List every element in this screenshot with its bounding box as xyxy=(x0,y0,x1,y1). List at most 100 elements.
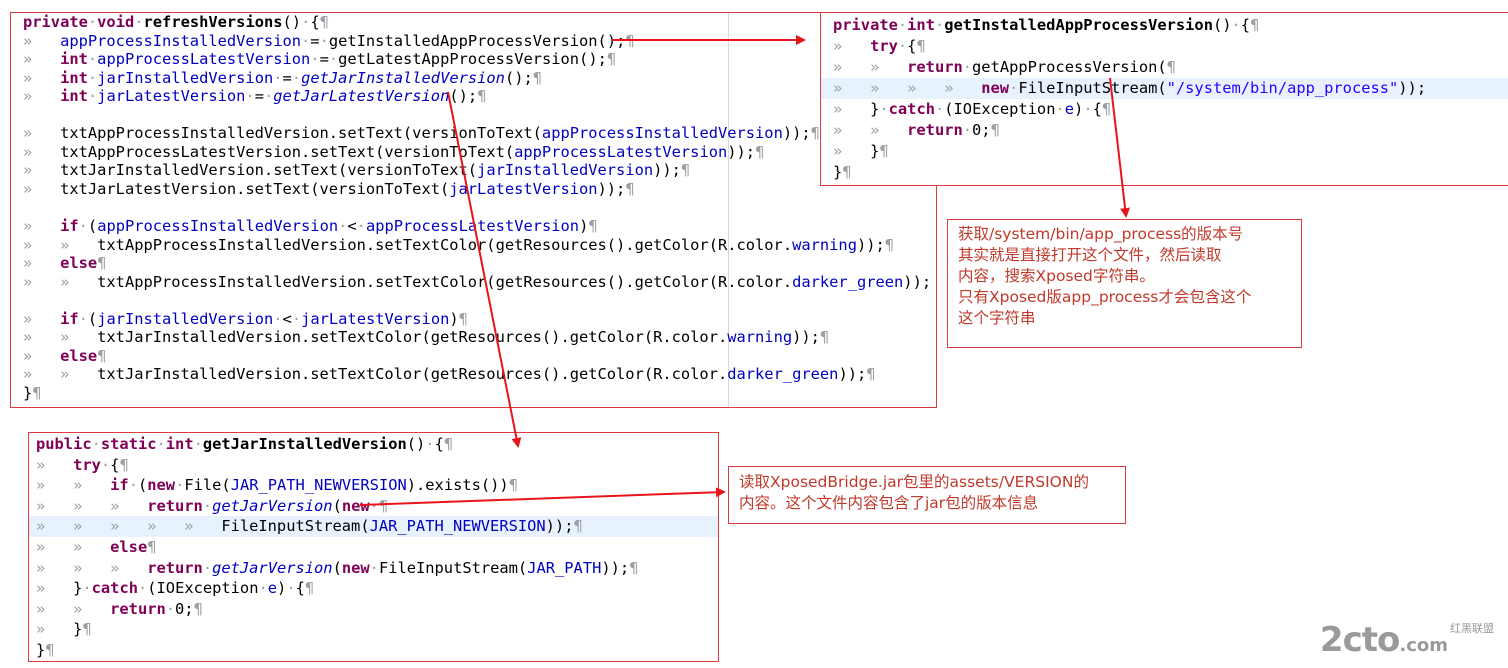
code-token: ) xyxy=(579,217,589,236)
code-token: » » xyxy=(833,58,908,76)
annotation-line: 读取XposedBridge.jar包里的assets/VERSION的 xyxy=(739,473,1089,491)
code-token: · xyxy=(264,87,274,106)
code-token: if xyxy=(60,309,79,328)
code-token: new xyxy=(341,558,370,577)
code-token: getJarLatestVersion xyxy=(273,87,450,106)
code-token: getJarVersion xyxy=(212,558,333,577)
code-token: } xyxy=(36,641,46,659)
code-token: { xyxy=(1240,16,1251,34)
code-line: » try·{¶ xyxy=(29,455,718,476)
code-token: · xyxy=(897,16,908,34)
code-line: » txtJarInstalledVersion.setText(version… xyxy=(11,161,936,180)
code-token: return xyxy=(147,496,203,515)
code-line: » » txtJarInstalledVersion.setTextColor(… xyxy=(11,365,936,384)
code-token: · xyxy=(934,16,945,34)
code-token: 0; xyxy=(972,121,991,139)
code-token: ) xyxy=(277,579,287,598)
code-token: getInstalledAppProcessVersion xyxy=(944,16,1213,34)
code-token: jarInstalledVersion xyxy=(97,309,274,328)
code-token: · xyxy=(87,87,98,106)
code-token: » xyxy=(23,179,61,198)
code-token: ( xyxy=(87,309,98,328)
code-token: (IOException xyxy=(944,100,1056,118)
code-token: · xyxy=(87,13,98,31)
code-line: » }¶ xyxy=(29,619,718,640)
code-token: ¶ xyxy=(1166,58,1176,76)
code-line: » }¶ xyxy=(821,141,1508,162)
code-token: int xyxy=(60,87,88,106)
code-token: int xyxy=(165,435,194,453)
code-line xyxy=(11,291,936,310)
code-token: ¶ xyxy=(866,365,876,384)
code-token: 0; xyxy=(175,599,194,618)
code-token: · xyxy=(137,579,148,598)
code-token: · xyxy=(319,31,329,50)
code-token: } xyxy=(870,100,880,118)
print-margin-guide xyxy=(728,13,729,407)
code-token: ¶ xyxy=(588,217,598,236)
code-token: { xyxy=(295,579,305,598)
code-token: · xyxy=(425,435,435,453)
code-token: appProcessLatestVersion xyxy=(514,142,728,161)
code-token: getJarInstalledVersion xyxy=(301,68,505,87)
code-token: int xyxy=(907,16,935,34)
code-token: ¶ xyxy=(304,579,315,598)
code-token: » xyxy=(23,254,61,273)
code-token: < xyxy=(282,309,292,328)
code-token: » xyxy=(23,68,61,87)
code-token: = xyxy=(254,87,264,106)
code-token: · xyxy=(291,309,302,328)
code-token: ¶ xyxy=(45,641,55,659)
code-token: jarLatestVersion xyxy=(449,179,598,198)
code-token: · xyxy=(78,217,88,236)
code-token: jarInstalledVersion xyxy=(477,161,654,180)
code-token: getLatestAppProcessVersion(); xyxy=(338,50,607,69)
code-token: · xyxy=(273,309,283,328)
code-token: void xyxy=(97,13,135,31)
code-token: · xyxy=(1009,79,1019,97)
code-token: · xyxy=(1055,100,1065,118)
code-token: ¶ xyxy=(879,142,889,160)
code-token: = xyxy=(310,31,320,50)
code-token: » » xyxy=(36,538,111,556)
code-line: » appProcessInstalledVersion·=·getInstal… xyxy=(11,32,936,51)
code-token: jarLatestVersion xyxy=(301,309,450,328)
code-token: return xyxy=(907,58,963,76)
code-token: » xyxy=(23,142,61,161)
code-token: new xyxy=(147,476,176,495)
code-token: · xyxy=(328,50,339,69)
code-line xyxy=(11,199,936,218)
code-token: )); xyxy=(838,365,867,384)
code-token: JAR_PATH xyxy=(527,558,602,577)
code-token: · xyxy=(91,435,101,453)
code-token: { xyxy=(110,455,120,474)
code-token: ( xyxy=(137,476,148,495)
code-line: }¶ xyxy=(11,384,936,403)
code-line: » int·appProcessLatestVersion·=·getLates… xyxy=(11,50,936,69)
code-token: )); xyxy=(597,179,626,198)
code-token: ¶ xyxy=(82,620,92,639)
code-token: ¶ xyxy=(147,538,157,556)
code-token: · xyxy=(100,455,111,474)
code-token: · xyxy=(78,309,88,328)
code-token: ¶ xyxy=(32,384,42,402)
code-token: ) xyxy=(1074,100,1084,118)
code-token: ¶ xyxy=(193,599,203,618)
code-token: · xyxy=(128,476,138,495)
code-token: return xyxy=(110,599,166,618)
code-token: » » xyxy=(36,476,111,495)
code-token: ¶ xyxy=(319,13,329,31)
code-token: · xyxy=(134,13,144,31)
code-token: · xyxy=(301,31,311,50)
code-panel-get-installed-app-process-version: private·int·getInstalledAppProcessVersio… xyxy=(820,12,1508,186)
code-line: » txtAppProcessLatestVersion.setText(ver… xyxy=(11,143,936,162)
code-token: JAR_PATH_NEWVERSION xyxy=(369,517,546,536)
code-line: » txtAppProcessInstalledVersion.setText(… xyxy=(11,124,936,143)
annotation-line: 这个字符串 xyxy=(958,309,1036,327)
code-token: )); xyxy=(792,328,820,347)
code-token: ¶ xyxy=(842,163,852,181)
code-token: } xyxy=(73,620,83,639)
code-token: · xyxy=(202,496,213,515)
code-token: getInstalledAppProcessVersion(); xyxy=(328,31,626,50)
code-token: else xyxy=(110,538,148,556)
